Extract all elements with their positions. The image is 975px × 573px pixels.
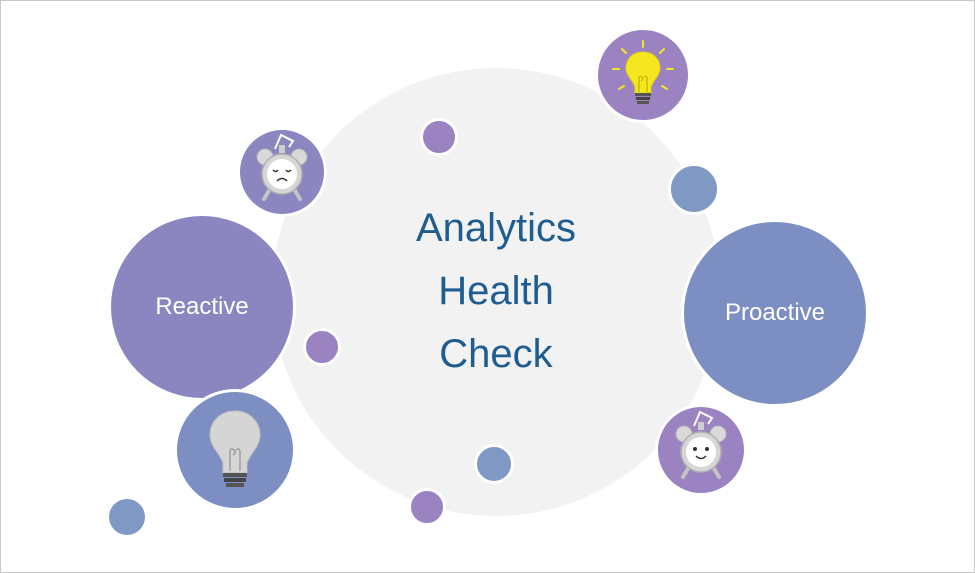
small-dot [420,118,458,156]
small-dot [474,444,514,484]
lit-lightbulb-icon [595,27,691,123]
proactive-label: Proactive [724,299,826,326]
happy-alarm-clock-icon [655,404,747,496]
proactive-circle [681,219,869,407]
sad-alarm-clock-icon [237,127,327,217]
title-line-analytics: Analytics [415,206,577,250]
small-dot [408,488,446,526]
small-dot [303,328,341,366]
title-line-health: Health [438,269,554,313]
unlit-lightbulb-icon [174,389,296,511]
reactive-label: Reactive [155,293,249,320]
small-dot [109,499,145,535]
title-line-check: Check [439,332,553,376]
center-circle [272,68,720,516]
center-title: Analytics Health Check [272,197,720,386]
small-dot [668,163,720,215]
